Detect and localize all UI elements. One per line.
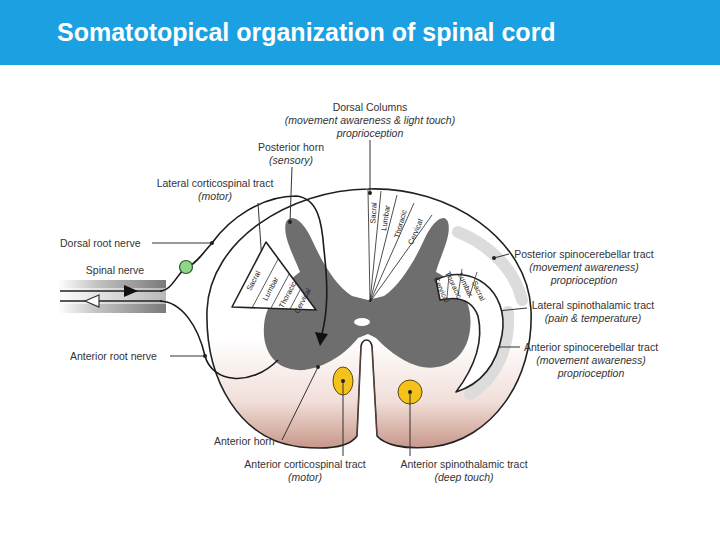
callout-label: Dorsal root nerve [60, 237, 141, 249]
dorsal-root-ganglion [180, 261, 193, 274]
segment-label: Thoracic [393, 209, 409, 239]
page-title: Somatotopical organization of spinal cor… [57, 17, 556, 47]
tract-region: SacralLumbarThoracicCervical [226, 236, 322, 316]
callout-label: Anterior spinothalamic tract [400, 458, 527, 470]
leader-dot [288, 220, 292, 224]
leader-dot [408, 390, 412, 394]
leader-line [343, 381, 344, 456]
leader-line [410, 392, 411, 456]
callout-label: (movement awareness) [536, 354, 646, 366]
callout-label: (sensory) [269, 154, 313, 166]
callout-label: (deep touch) [435, 471, 494, 483]
callout-label: Spinal nerve [86, 264, 144, 276]
callout-label: Anterior corticospinal tract [244, 458, 365, 470]
leader-dot [341, 379, 345, 383]
region-shape [368, 190, 432, 302]
leader-line [497, 347, 520, 348]
leader-line [290, 167, 292, 222]
callout-label: (movement awareness & light touch) [285, 114, 455, 126]
callout-label: Dorsal Columns [333, 101, 408, 113]
callout-label: Anterior horn [214, 435, 275, 447]
leader-line [152, 243, 212, 244]
leader-line [170, 356, 205, 357]
afferent-line [60, 290, 162, 291]
anterior-fissure [357, 346, 377, 436]
efferent-arrowhead [85, 295, 99, 307]
dorsal-root-arrowhead [315, 332, 328, 346]
afferent-arrowhead [124, 285, 138, 297]
callout-label: proprioception [337, 127, 404, 139]
leader-dot [316, 365, 320, 369]
callout-label: Lateral corticospinal tract [157, 177, 274, 189]
tract-region: SacralLumbarThoracicCervical [358, 186, 442, 306]
efferent-line [60, 300, 162, 301]
callout-label: proprioception [558, 367, 625, 379]
callout-label: (motor) [198, 190, 232, 202]
callout-label: Posterior spinocerebellar tract [514, 248, 653, 260]
leader-dot [368, 191, 372, 195]
segment-label: Sacral [369, 202, 378, 224]
segment-label: Cervical [407, 218, 425, 246]
title-bar [0, 0, 720, 65]
callout-label: (pain & temperature) [545, 312, 641, 324]
callout-label: (movement awareness) [529, 261, 639, 273]
spinal-nerve-core [58, 288, 166, 304]
spinal-nerve-band [58, 280, 166, 313]
leader-dot [492, 256, 496, 260]
leader-line [494, 254, 509, 258]
callout-label: (motor) [288, 471, 322, 483]
leader-lines [152, 140, 527, 456]
callout-label: Anterior spinocerebellar tract [524, 341, 658, 353]
leader-dot [210, 241, 214, 245]
callout-label: Anterior root nerve [70, 350, 157, 362]
anterior-root-path [160, 301, 278, 378]
segment-divider [252, 259, 301, 309]
callout-label: Posterior horn [258, 141, 324, 153]
tract-region: CervicalThoracicLumbarSacral [432, 262, 508, 396]
callout-label: Lateral spinothalamic tract [532, 299, 655, 311]
segment-label: Lumbar [380, 205, 392, 231]
leader-dot [203, 354, 207, 358]
leader-line [370, 140, 371, 193]
central-canal [354, 318, 370, 326]
callout-label: proprioception [551, 274, 618, 286]
leader-line [282, 367, 318, 440]
spinal-cord-outline [207, 189, 531, 448]
leader-dots [203, 191, 499, 394]
